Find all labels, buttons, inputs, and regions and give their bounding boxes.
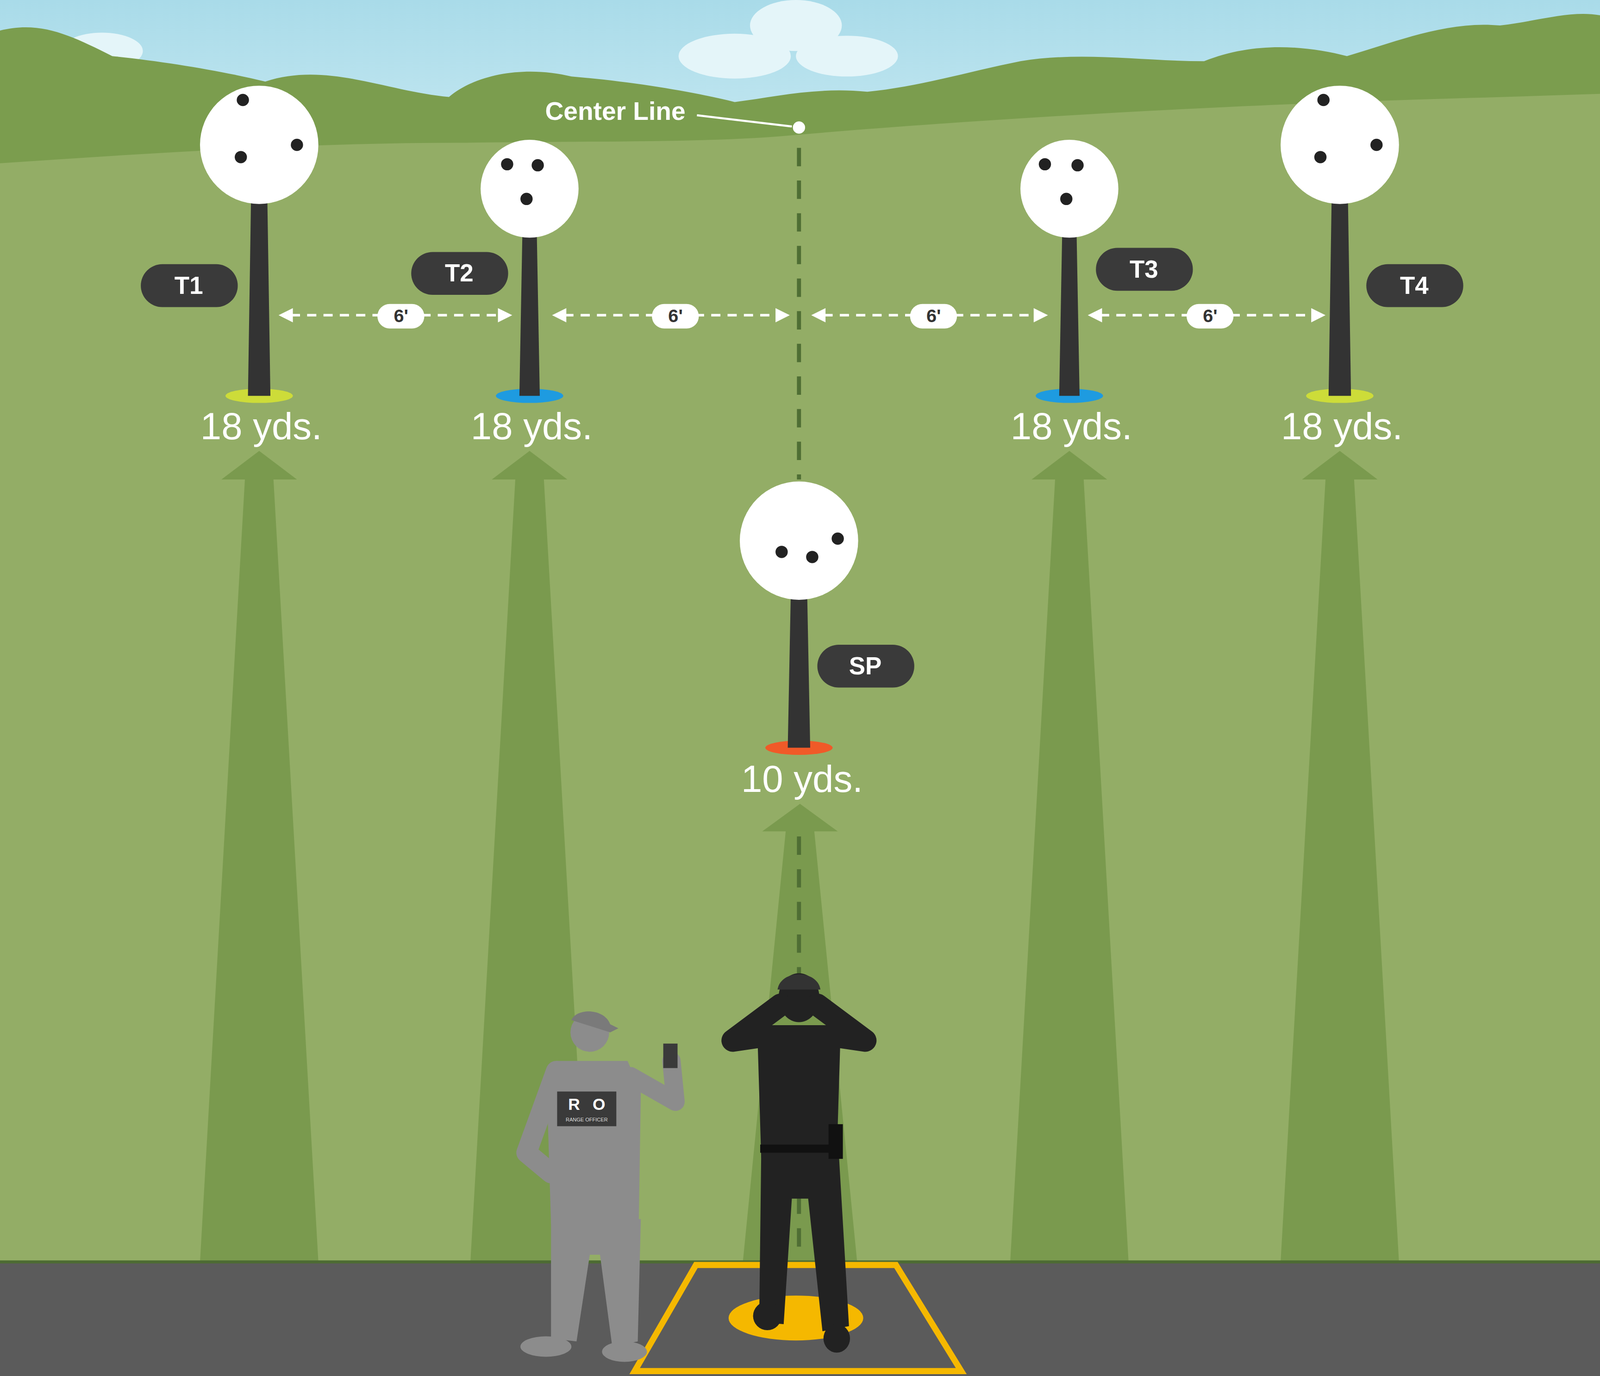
firing-lanes bbox=[200, 450, 1400, 1263]
shooter-figure bbox=[732, 973, 866, 1354]
target-tag: T2 bbox=[410, 251, 508, 295]
target-name: SP bbox=[849, 654, 882, 679]
center-dot bbox=[793, 121, 806, 134]
dimension-label: 6' bbox=[651, 304, 700, 329]
target-name: T3 bbox=[1129, 256, 1159, 282]
target-name: T4 bbox=[1400, 273, 1429, 299]
leader-line bbox=[696, 115, 792, 127]
field bbox=[0, 93, 1600, 1266]
patch-subtext: RANGE OFFICER bbox=[565, 1118, 608, 1124]
dimension-label: 6' bbox=[1186, 304, 1234, 329]
dimension-lines bbox=[290, 313, 1313, 317]
target-tag: SP bbox=[816, 644, 914, 688]
target-tag: T3 bbox=[1095, 248, 1193, 292]
target-name: T2 bbox=[444, 261, 474, 286]
dimension-label: 6' bbox=[910, 304, 958, 329]
targets bbox=[200, 85, 1400, 756]
shooting-box bbox=[634, 1265, 962, 1372]
distance-label: 18 yds. bbox=[1281, 407, 1403, 446]
patch-text: R O bbox=[568, 1096, 610, 1113]
firing-line-pad bbox=[0, 1262, 1600, 1376]
target-tag: T4 bbox=[1365, 264, 1463, 308]
target-tag: T1 bbox=[140, 264, 238, 308]
distance-label: 18 yds. bbox=[1010, 407, 1133, 446]
distance-label: 18 yds. bbox=[200, 407, 323, 446]
dimension-label: 6' bbox=[377, 304, 425, 329]
range-officer-figure bbox=[520, 1011, 678, 1363]
target-name: T1 bbox=[174, 273, 204, 299]
distance-label: 10 yds. bbox=[741, 760, 863, 799]
dimension-arrowheads bbox=[278, 308, 1326, 323]
distance-label: 18 yds. bbox=[470, 407, 593, 446]
callout-label: Center Line bbox=[544, 98, 686, 125]
